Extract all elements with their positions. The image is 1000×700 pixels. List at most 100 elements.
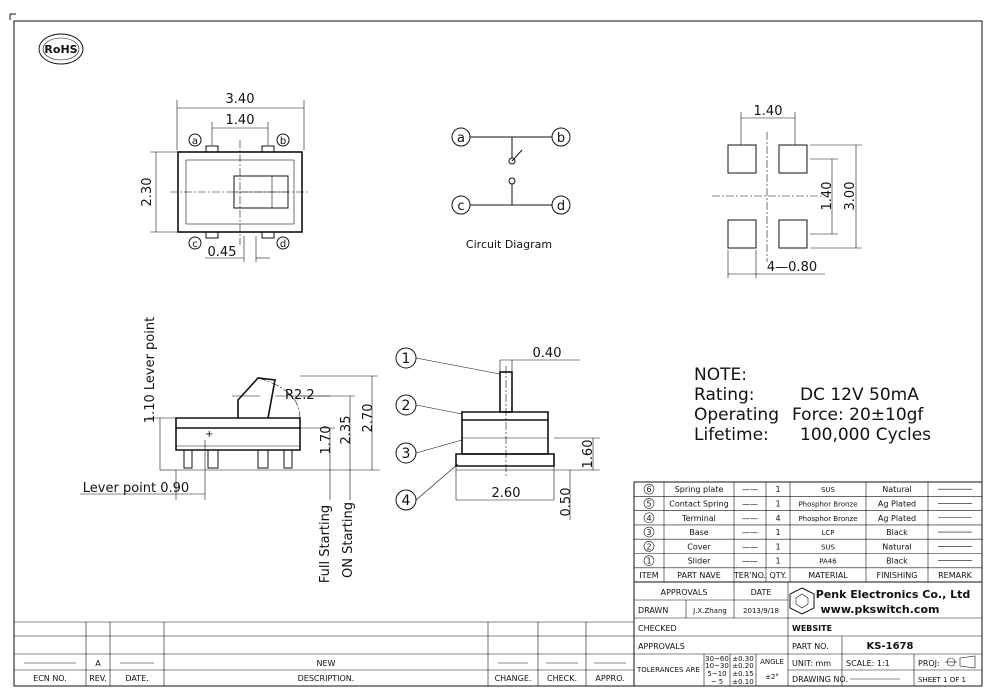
callout-3: 3 xyxy=(402,446,411,462)
tb-scale: SCALE: 1:1 xyxy=(846,659,890,668)
top-height-dim: 2.30 xyxy=(140,178,155,207)
bom-cell-name: Base xyxy=(689,528,709,537)
circuit-caption: Circuit Diagram xyxy=(466,238,552,251)
bom-cell-qty: 4 xyxy=(775,514,780,523)
bom-cell-finish: Natural xyxy=(882,485,912,494)
tb-tol-4b: ±0.10 xyxy=(732,678,753,686)
bom-header-6: REMARK xyxy=(938,571,973,580)
circuit-pin-b: b xyxy=(557,131,565,146)
bom-cell-name: Slider xyxy=(688,557,712,566)
side-radius-dim: R2.2 xyxy=(285,388,315,403)
bom-cell-material: Phosphor Bronze xyxy=(798,500,857,508)
corner-mark xyxy=(9,13,16,20)
tb-company: Penk Electronics Co., Ltd xyxy=(816,588,970,601)
tb-drawn: DRAWN xyxy=(638,606,668,615)
revision-block: A NEW ECN NO. REV. DATE. DESCRIPTION. CH… xyxy=(14,621,634,686)
front-width-dim: 2.60 xyxy=(492,486,521,501)
bom-table: 6 Spring plate —— 1 SUS Natural 5 Contact Sprin… xyxy=(633,481,983,583)
bom-cell-material: SUS xyxy=(821,486,836,494)
front-base-dim: 0.50 xyxy=(559,488,574,517)
note-rating-value: DC 12V 50mA xyxy=(800,385,919,405)
rev-desc: NEW xyxy=(317,659,336,668)
tb-part-no-label: PART NO. xyxy=(792,642,829,651)
tb-angle-val: ±2° xyxy=(765,673,779,681)
projection-symbol xyxy=(945,655,976,669)
notes: NOTE: Rating: DC 12V 50mA Operating Forc… xyxy=(694,365,931,445)
side-h3-dim: 2.70 xyxy=(361,404,376,433)
title-block: APPROVALS DATE DRAWN J.X.Zhang 2013/9/18… xyxy=(633,581,983,687)
circuit-pin-a: a xyxy=(457,131,465,146)
bom-cell-name: Terminal xyxy=(681,514,716,523)
circuit-pin-c: c xyxy=(457,199,464,214)
callout-4: 4 xyxy=(402,493,411,509)
tb-drawn-by: J.X.Zhang xyxy=(692,607,727,615)
bom-cell-name: Contact Spring xyxy=(669,499,728,508)
rev-h-rev: REV. xyxy=(89,674,107,683)
bom-cell-finish: Ag Plated xyxy=(878,514,916,523)
bom-cell-finish: Natural xyxy=(882,542,912,551)
bom-item-circle xyxy=(643,555,655,566)
callout-2: 2 xyxy=(402,398,411,414)
bom-cell-material: SUS xyxy=(821,543,836,551)
bom-item-circle xyxy=(643,541,655,552)
rev-h-desc: DESCRIPTION. xyxy=(298,674,355,683)
tb-tol-3b: ±0.15 xyxy=(732,670,753,678)
bom-cell-material: PA46 xyxy=(819,558,837,566)
bom-cell-ter: —— xyxy=(742,514,758,523)
bom-header-2: TER'NO. xyxy=(733,571,766,580)
tb-tol-3a: 5~10 xyxy=(707,670,726,678)
tb-drawn-date: 2013/9/18 xyxy=(743,607,779,615)
bom-item-circle xyxy=(643,483,655,495)
pad-size-dim: 4—0.80 xyxy=(767,260,817,275)
tb-website: WEBSITE xyxy=(792,624,832,633)
bom-cell-item: 1 xyxy=(646,557,651,566)
side-origin-mark: + xyxy=(205,429,213,440)
tb-tol-4a: ~ 5 xyxy=(711,678,724,686)
rev-h-appro: APPRO. xyxy=(595,674,624,683)
tb-tol-1b: ±0.30 xyxy=(732,655,753,663)
note-life-value: 100,000 Cycles xyxy=(800,425,931,445)
pad-pitch-v-dim: 1.40 xyxy=(820,182,835,211)
bom-cell-finish: Ag Plated xyxy=(878,499,916,508)
tb-drawing-no: DRAWING NO. xyxy=(792,675,848,684)
rev-h-change: CHANGE. xyxy=(495,674,532,683)
rohs-logo-text: RoHS xyxy=(44,43,77,56)
bom-cell-ter: —— xyxy=(742,485,758,494)
tb-tolerances: TOLERANCES ARE xyxy=(636,666,700,674)
bom-header-0: ITEM xyxy=(639,571,658,580)
lever-point-dim: 1.10 Lever point xyxy=(143,317,158,423)
on-starting-label: ON Starting xyxy=(341,502,356,578)
lever-point-h-dim: Lever point 0.90 xyxy=(83,481,189,496)
side-h1-dim: 1.70 xyxy=(319,426,334,455)
bom-cell-item: 2 xyxy=(646,542,651,551)
tb-proj: PROJ: xyxy=(918,659,940,668)
bom-cell-finish: Black xyxy=(886,557,908,566)
bom-cell-ter: —— xyxy=(742,557,758,566)
front-h-dim: 1.60 xyxy=(581,440,596,469)
top-pitch-dim: 1.40 xyxy=(226,113,255,128)
bom-cell-name: Spring plate xyxy=(675,485,724,494)
top-pin-a: a xyxy=(192,136,198,147)
bom-header-1: PART NAVE xyxy=(677,571,721,580)
rohs-logo: RoHS xyxy=(38,33,84,65)
bom-cell-finish: Black xyxy=(886,528,908,537)
tb-angle: ANGLE xyxy=(760,658,784,666)
rev-h-check: CHECK. xyxy=(547,674,577,683)
note-force-label: Operating xyxy=(694,405,779,425)
bom-cell-ter: —— xyxy=(742,542,758,551)
bom-cell-item: 4 xyxy=(646,514,651,523)
top-pin-d: d xyxy=(280,239,286,250)
pad-pitch-dim: 1.40 xyxy=(754,104,783,119)
bom-item-circle xyxy=(643,498,655,509)
tb-checked: CHECKED xyxy=(638,624,677,633)
bom-cell-qty: 1 xyxy=(775,557,780,566)
bom-cell-item: 3 xyxy=(646,528,651,537)
callout-1: 1 xyxy=(402,351,411,367)
bom-cell-item: 6 xyxy=(646,485,651,494)
circuit-diagram: a b c d Circuit Diagram xyxy=(451,127,571,251)
note-title: NOTE: xyxy=(694,365,747,385)
bom-item-circle xyxy=(643,526,655,538)
tb-tol-2b: ±0.20 xyxy=(732,662,753,670)
bom-cell-item: 5 xyxy=(646,499,651,508)
bom-cell-qty: 1 xyxy=(775,542,780,551)
